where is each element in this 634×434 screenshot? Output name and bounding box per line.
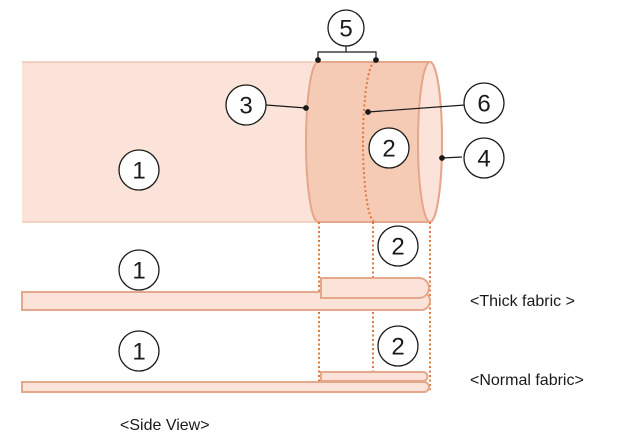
bracket-dot-left (315, 57, 321, 63)
caption-normal-fabric: <Normal fabric> (470, 372, 584, 389)
stitch-line (362, 61, 376, 223)
leader-3-dot (303, 105, 309, 111)
leader-6-dot (365, 109, 371, 115)
callout-4: 4 (477, 146, 490, 173)
callout-1-normal: 1 (132, 339, 145, 366)
bracket-dot-right (373, 57, 379, 63)
callout-1-thick: 1 (132, 258, 145, 285)
callout-numbers: 5 3 6 4 2 1 1 2 1 2 (132, 16, 490, 366)
normal-fabric-outer (21, 381, 430, 393)
callout-3-circle (225, 84, 267, 126)
callout-5: 5 (339, 16, 352, 43)
leader-4 (441, 156, 463, 159)
leader-6 (367, 104, 466, 113)
callout-3: 3 (239, 93, 252, 120)
caption-thick-fabric: <Thick fabric > (470, 293, 575, 310)
callout-2-normal: 2 (391, 334, 404, 361)
tube-opening (417, 61, 443, 223)
callout-6-circle (463, 82, 505, 124)
callout-4-circle (463, 137, 505, 179)
thick-fabric-section (21, 277, 431, 311)
callout-1-tube-circle (118, 149, 160, 191)
hem-width-bracket (317, 51, 377, 60)
normal-fabric-section (21, 371, 430, 393)
callout-2-tube: 2 (382, 136, 395, 163)
projection-guides (318, 222, 431, 390)
callout-2-thick-circle (377, 225, 419, 267)
leader-4-dot (439, 155, 445, 161)
leader-lines (265, 46, 466, 161)
callout-6: 6 (477, 91, 490, 118)
callout-1-normal-circle (118, 330, 160, 372)
callout-1-thick-circle (118, 249, 160, 291)
caption-side-view: <Side View> (120, 417, 210, 434)
leader-3 (265, 104, 307, 109)
callout-2-normal-circle (377, 325, 419, 367)
callout-1-tube: 1 (132, 158, 145, 185)
callout-2-thick: 2 (391, 234, 404, 261)
callout-circles (118, 9, 505, 372)
normal-fabric-fold (320, 371, 429, 382)
thick-fabric-fold (320, 277, 430, 299)
callout-2-tube-circle (368, 127, 410, 169)
callout-5-circle (327, 9, 365, 47)
